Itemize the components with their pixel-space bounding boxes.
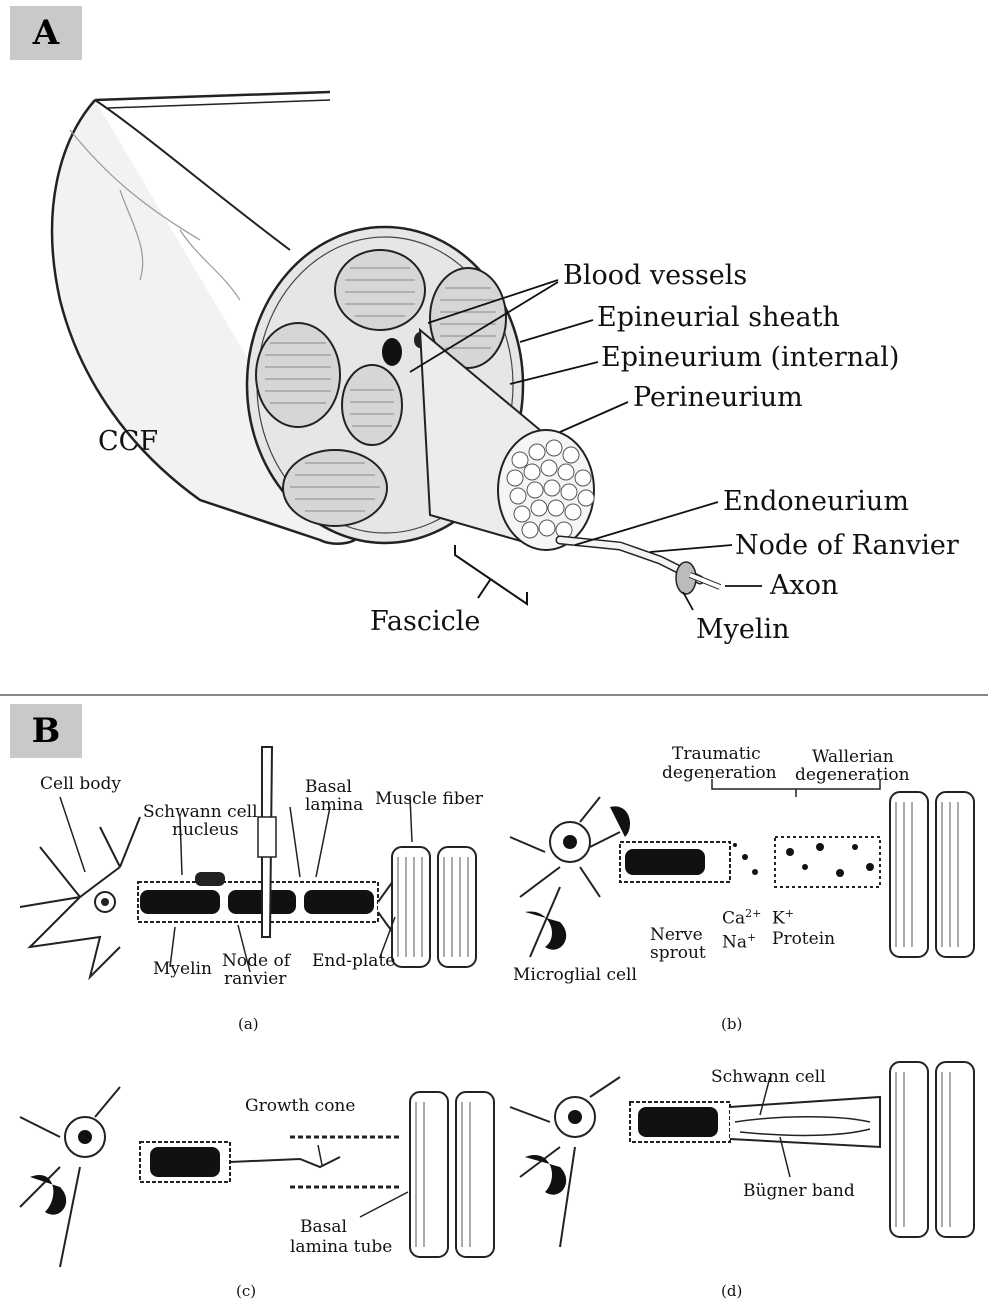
caption-d: (d) (721, 1282, 742, 1300)
label-myelin: Myelin (696, 614, 790, 645)
label-wallerian-line2: degeneration (795, 766, 910, 785)
label-cell-body: Cell body (40, 775, 121, 794)
label-schwann-cell: Schwann cell (711, 1068, 826, 1087)
label-blood-vessels: Blood vessels (563, 260, 747, 291)
label-na-ion: Na+ (722, 928, 756, 953)
label-muscle-fiber: Muscle fiber (375, 790, 483, 809)
label-myelin-b: Myelin (153, 960, 212, 979)
nerve-regeneration-stages-illustration (0, 697, 988, 1307)
panel-divider (0, 694, 988, 696)
label-nerve-sprout-line2: sprout (650, 944, 706, 963)
label-microglial-cell: Microglial cell (513, 966, 637, 985)
label-basal-tube-line2: lamina tube (290, 1238, 392, 1257)
label-epineurium-internal: Epineurium (internal) (601, 342, 899, 373)
label-end-plate: End-plate (312, 952, 395, 971)
caption-a: (a) (238, 1015, 259, 1033)
label-k-ion: K+ (772, 904, 794, 929)
label-schwann-nucleus-line2: nucleus (172, 821, 239, 840)
label-ca-ion: Ca2+ (722, 904, 761, 929)
caption-b: (b) (721, 1015, 742, 1033)
label-traumatic-line2: degeneration (662, 764, 777, 783)
label-traumatic-line1: Traumatic (672, 745, 761, 764)
label-axon: Axon (770, 570, 838, 601)
label-bugner-band: Bügner band (743, 1182, 855, 1201)
caption-c: (c) (236, 1282, 256, 1300)
label-node-line2: ranvier (224, 970, 286, 989)
label-basal-tube-line1: Basal (300, 1218, 347, 1237)
label-perineurium: Perineurium (633, 382, 803, 413)
stage-d-drawing (510, 1062, 974, 1247)
label-endoneurium: Endoneurium (723, 486, 909, 517)
label-fascicle: Fascicle (370, 606, 480, 637)
label-basal-lamina-line2: lamina (305, 796, 363, 815)
label-node-of-ranvier: Node of Ranvier (735, 530, 959, 561)
nerve-cross-section-illustration (0, 0, 988, 680)
label-growth-cone: Growth cone (245, 1097, 355, 1116)
label-ccf: CCF (98, 426, 158, 457)
label-protein: Protein (772, 930, 835, 949)
label-epineurial-sheath: Epineurial sheath (597, 302, 840, 333)
